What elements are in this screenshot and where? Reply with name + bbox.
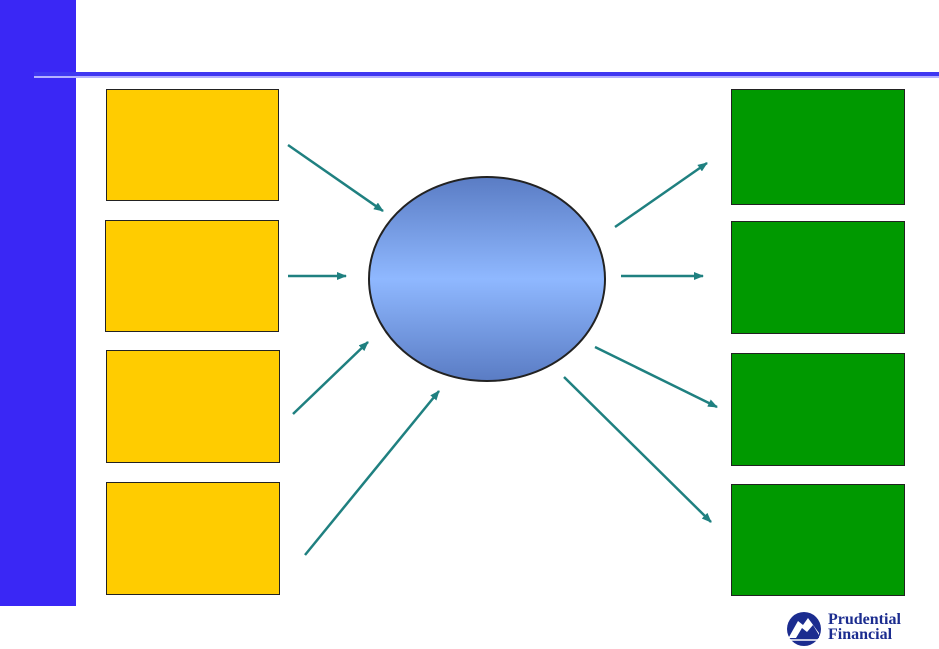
arrow-input-4-to-hub [304, 390, 440, 556]
output-box-4 [731, 484, 905, 596]
header-rule-highlight [34, 76, 939, 78]
arrow-input-1-to-hub [287, 143, 384, 213]
output-box-1 [731, 89, 905, 205]
prudential-financial-logo: Prudential Financial [786, 610, 916, 648]
arrow-input-3-to-hub [292, 341, 369, 415]
input-box-3 [106, 350, 280, 463]
rock-of-gibraltar-icon [787, 612, 821, 646]
logo-wordmark: Prudential Financial [828, 611, 901, 643]
side-bar [0, 0, 76, 606]
hub-circle [368, 176, 606, 382]
input-box-2 [105, 220, 279, 332]
input-box-1 [106, 89, 279, 201]
arrow-hub-to-output-3 [594, 345, 718, 409]
header-rule [34, 72, 939, 76]
output-box-2 [731, 221, 905, 334]
input-box-4 [106, 482, 280, 595]
arrow-hub-to-output-4 [563, 376, 712, 523]
output-box-3 [731, 353, 905, 466]
logo-line-2: Financial [828, 626, 893, 643]
arrow-hub-to-output-1 [614, 161, 708, 229]
logo-line-1: Prudential [828, 611, 901, 628]
